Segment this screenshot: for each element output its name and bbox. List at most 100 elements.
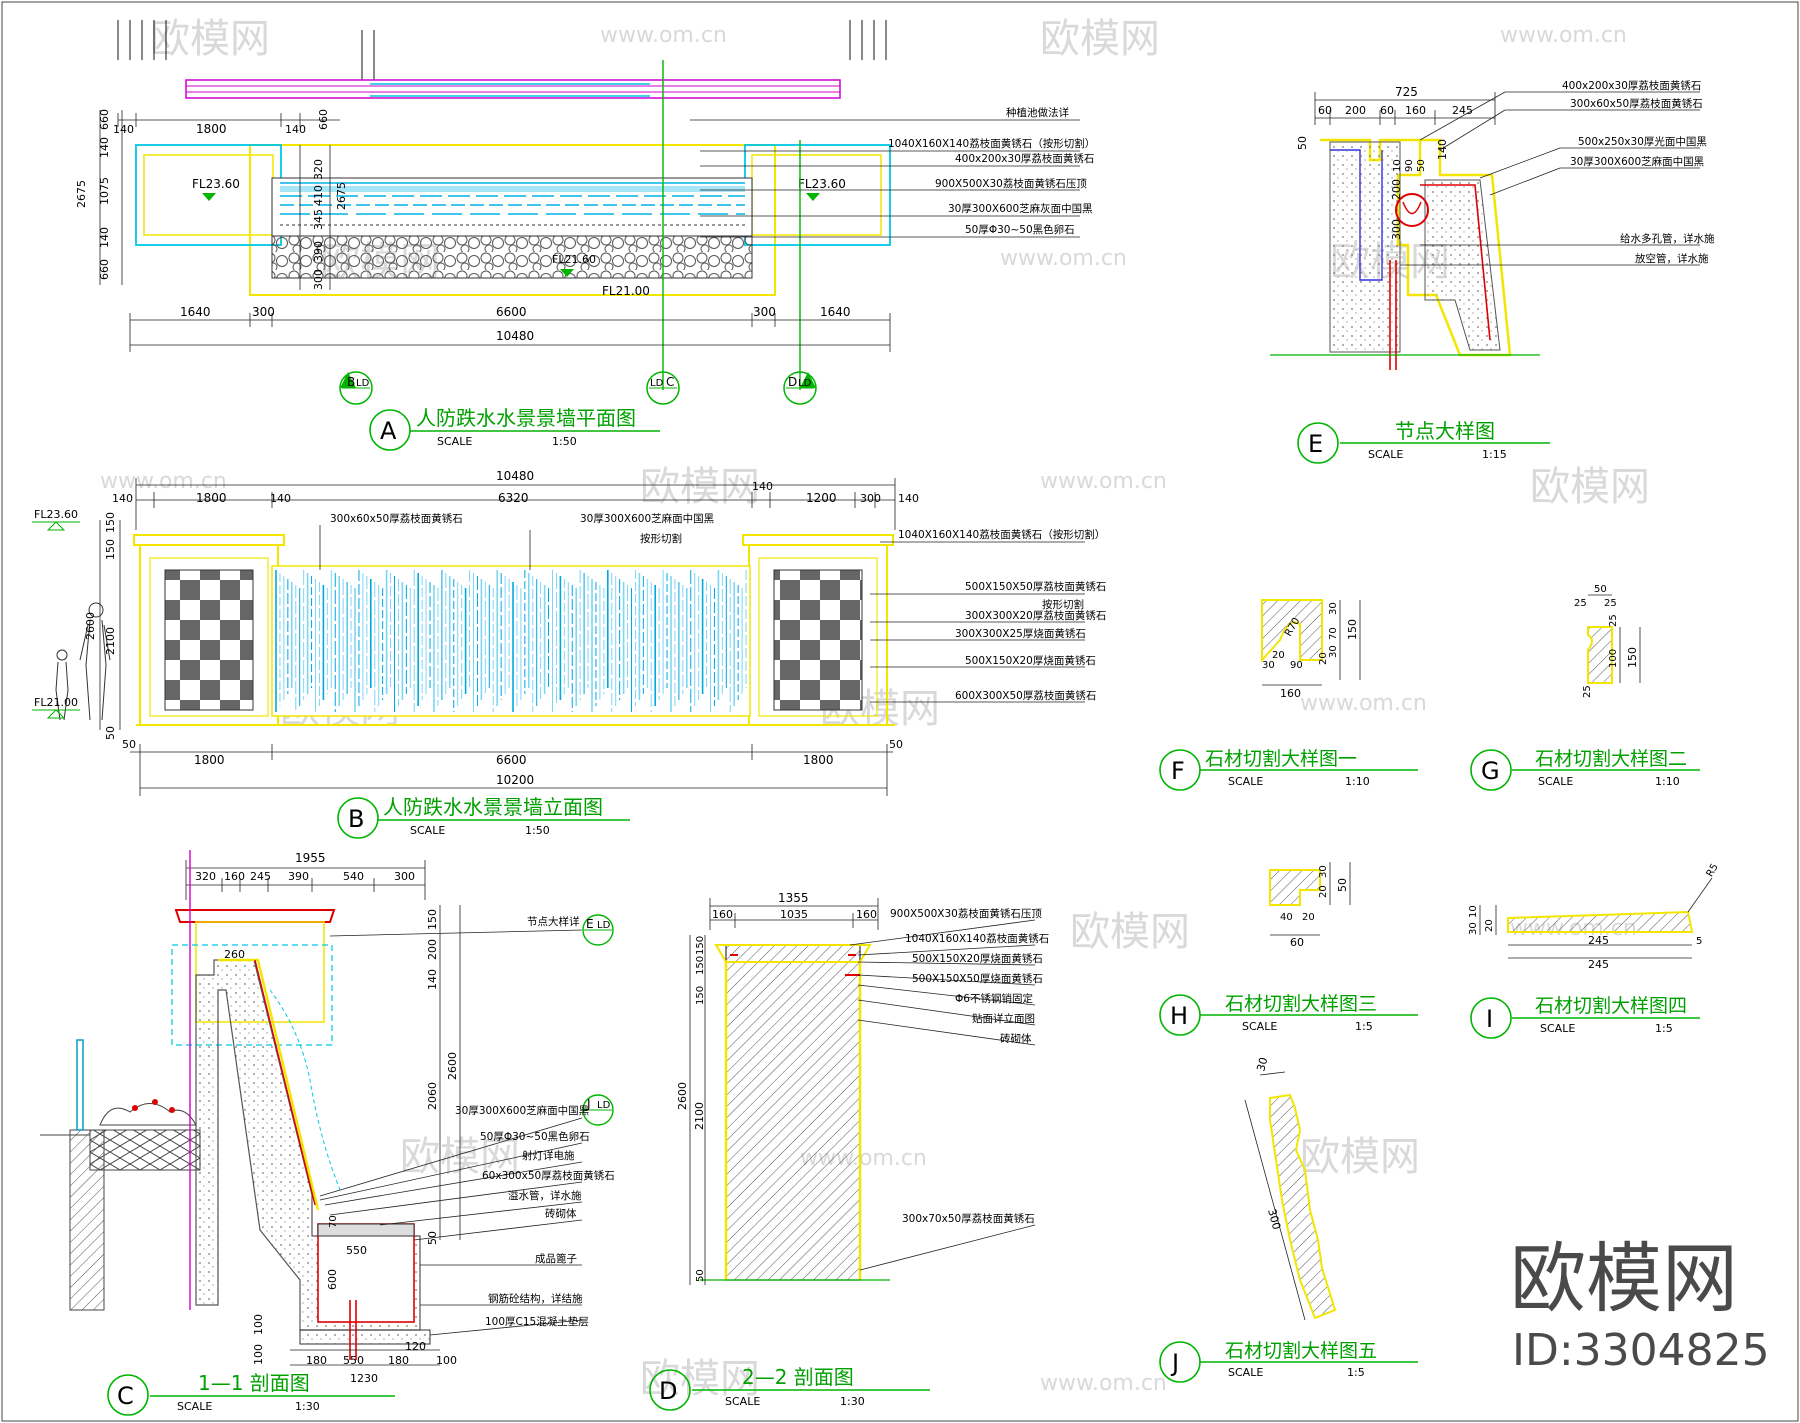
elev-bottom-dim: 50: [889, 738, 903, 751]
detail-side-dim: 10: [1392, 159, 1403, 172]
elev-left-dim: 2100: [104, 627, 117, 655]
svg-text:1:10: 1:10: [1655, 775, 1680, 788]
plan-note: 900X500X30荔枝面黄锈石压顶: [935, 177, 1087, 190]
view-b-scale: 1:50: [525, 824, 550, 837]
view-c-section: 1955 320 160 245 390 540 300: [40, 850, 615, 1416]
sec1-right-dim: 200: [426, 939, 439, 960]
sec1-misc-dim: 600: [326, 1269, 339, 1290]
svg-text:30: 30: [1328, 602, 1339, 615]
svg-text:石材切割大样图五: 石材切割大样图五: [1225, 1340, 1377, 1362]
elev-note: 300X300X25厚烧面黄锈石: [955, 627, 1086, 640]
view-e-title: 节点大样图: [1395, 419, 1495, 443]
sec1-note: 钢筋砼结构，详结施: [488, 1292, 583, 1305]
detail-top-dim: 60: [1318, 104, 1332, 117]
brand-logo-text: 欧模网: [1510, 1234, 1738, 1323]
sec1-inner-dim: 260: [224, 948, 245, 961]
svg-text:160: 160: [1280, 687, 1301, 700]
watermark-brand: 欧模网: [1070, 909, 1190, 955]
svg-text:300: 300: [1265, 1207, 1283, 1231]
plan-level-left: FL23.60: [192, 177, 240, 191]
svg-text:30: 30: [1318, 865, 1329, 878]
view-b-scale-label: SCALE: [410, 824, 445, 837]
sec1-bottom-total: 1230: [350, 1372, 378, 1385]
svg-text:F: F: [1171, 757, 1185, 785]
view-e-scale: 1:15: [1482, 448, 1507, 461]
plan-bottom-dim: 1640: [180, 305, 211, 319]
sec1-top-dim: 160: [224, 870, 245, 883]
sec2-note: 500X150X20厚烧面黄锈石: [912, 952, 1043, 965]
plan-side-dim: 1075: [98, 177, 111, 205]
sec1-right-dim: 140: [426, 969, 439, 990]
section-marker-c: LD C: [646, 371, 680, 405]
detail-note: 给水多孔管，详水施: [1620, 232, 1715, 245]
view-c-scale: 1:30: [295, 1400, 320, 1413]
svg-text:LD: LD: [356, 378, 370, 389]
right-pier: [742, 534, 894, 726]
svg-text:70: 70: [1328, 627, 1339, 640]
sec1-note: 60x300x50厚荔枝面黄锈石: [482, 1169, 615, 1182]
view-d-title: 2—2 剖面图: [742, 1365, 854, 1389]
svg-text:LD: LD: [798, 378, 812, 389]
brand-id-text: ID:3304825: [1512, 1325, 1770, 1376]
sec2-note: 300x70x50厚荔枝面黄锈石: [902, 1212, 1035, 1225]
plan-mid-dim: 300: [312, 269, 325, 290]
svg-text:150: 150: [1346, 619, 1359, 640]
elev-total-top: 10480: [496, 469, 534, 483]
plan-top-dim: 140: [285, 123, 306, 136]
elev-top-dim: 140: [752, 480, 773, 493]
view-a-scale: 1:50: [552, 435, 577, 448]
elev-note: 500X150X50厚荔枝面黄锈石: [965, 580, 1106, 593]
plan-note: 1040X160X140荔枝面黄锈石（按形切割）: [888, 137, 1095, 150]
detail-top-total: 725: [1395, 85, 1418, 99]
elev-top-dim: 1200: [806, 491, 837, 505]
left-pier: [133, 534, 285, 726]
sec1-note: 50厚Φ30~50黑色卵石: [480, 1130, 590, 1143]
detail-side-dim: 140: [1436, 139, 1449, 160]
detail-top-dim: 245: [1452, 104, 1473, 117]
section-marker-b: B LD: [339, 371, 373, 405]
view-b-elevation: 10480 140 1800 140 6320 140 1200 300 140: [32, 469, 1106, 839]
elev-note: 600X300X50厚荔枝面黄锈石: [955, 689, 1096, 702]
detail-side-dim: 300: [1390, 219, 1403, 240]
elev-bottom-dim: 1800: [194, 753, 225, 767]
plan-top-dim: 660: [317, 109, 330, 130]
sec2-left-dim: 2100: [693, 1102, 706, 1130]
plan-mid-dim: 410: [312, 185, 325, 206]
view-e-letter: E: [1308, 430, 1323, 458]
view-d-letter: D: [659, 1377, 677, 1405]
svg-text:SCALE: SCALE: [1228, 1366, 1263, 1379]
plan-mid-dim: 320: [312, 159, 325, 180]
plan-mid-dim: 345: [312, 209, 325, 230]
detail-note: 500x250x30厚光面中国黑: [1578, 135, 1707, 148]
elev-bottom-dim: 1800: [803, 753, 834, 767]
svg-text:50: 50: [1594, 584, 1607, 595]
svg-text:1:5: 1:5: [1655, 1022, 1673, 1035]
view-d-scale-label: SCALE: [725, 1395, 760, 1408]
svg-text:1:10: 1:10: [1345, 775, 1370, 788]
view-c-title: 1—1 剖面图: [198, 1371, 310, 1395]
sec1-bottom-dim: 100: [252, 1314, 265, 1335]
sec2-note: 贴面详立面图: [972, 1012, 1035, 1025]
watermark-site: www.om.cn: [1040, 469, 1167, 494]
detail-top-dim: 200: [1345, 104, 1366, 117]
detail-side-dim: 50: [1416, 159, 1427, 172]
sec1-bottom-dim: 180: [388, 1354, 409, 1367]
sec1-bottom-dim: 120: [405, 1340, 426, 1353]
elev-left-dim: 150: [104, 512, 117, 533]
svg-text:25: 25: [1608, 614, 1619, 627]
watermark-brand: 欧模网: [1530, 464, 1650, 510]
sec1-misc-dim: 70: [328, 1215, 339, 1228]
section-marker-d: D LD: [783, 371, 817, 405]
sec1-right-dim: 2060: [426, 1082, 439, 1110]
plan-bottom-dim: 1640: [820, 305, 851, 319]
svg-text:40: 40: [1280, 912, 1293, 923]
sec2-top-dim: 160: [856, 908, 877, 921]
plan-mid-dim: 390: [312, 241, 325, 262]
svg-text:50: 50: [1336, 878, 1349, 892]
elev-top-note: 按形切割: [640, 532, 682, 545]
sec2-note: 900X500X30荔枝面黄锈石压顶: [890, 907, 1042, 920]
watermark-brand: 欧模网: [1040, 16, 1160, 62]
svg-text:245: 245: [1588, 934, 1609, 947]
view-a-scale-label: SCALE: [437, 435, 472, 448]
